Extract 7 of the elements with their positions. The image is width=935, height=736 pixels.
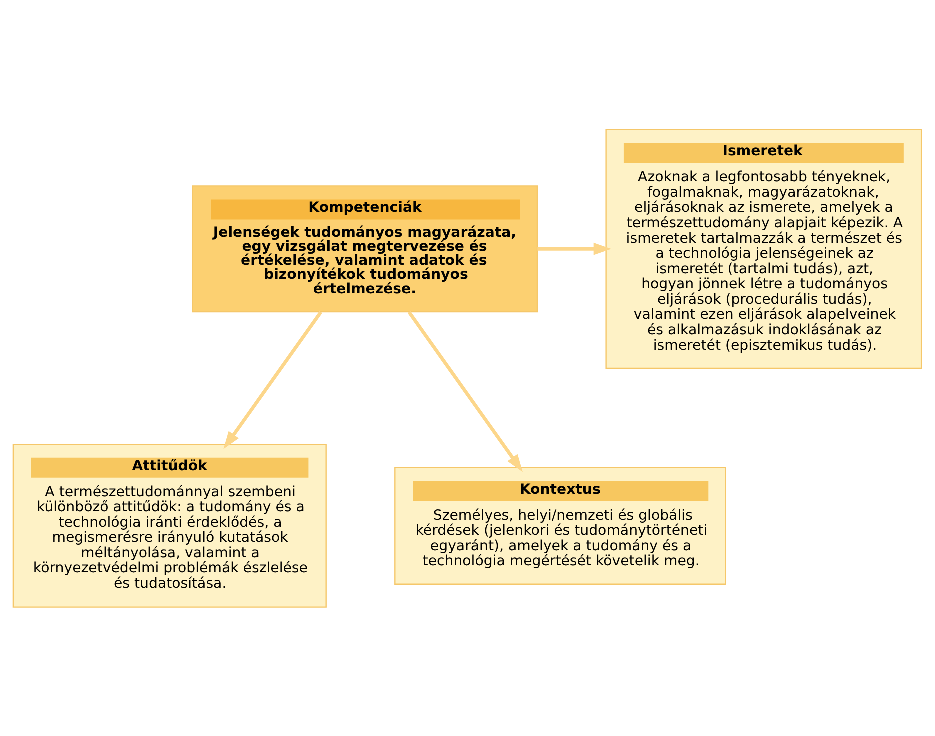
node-box: Kontextus Személyes, helyi/nemzeti és globális kérdések (jelenkori és tudománytörténeti egyaránt), amelyek a tudomány és a technológia megértését követelik meg. [394,466,726,584]
node-box: Attitűdök A természettudománnyal szembeni különböző attitűdök: a tudomány és a technológia iránti érdeklődés, a megismerésre irányuló kutatások méltányolása, valamint a környezetvédelmi problémák észlelése és tudatosítása. [12,444,327,608]
arrow [408,310,523,472]
node-box: Kompetenciák Jelenségek tudományos magyarázata, egy vizsgálat megtervezése és értékelése, valamint adatok és bizonyítékok tudományos értelmezése. [192,185,538,312]
arrow [224,310,323,449]
arrow [538,242,612,255]
node-box: Ismeretek Azoknak a legfontosabb tényeknek, fogalmaknak, magyarázatoknak, eljárásoknak az ismerete, amelyek a természettudomány alapjait képezik. A ismeretek tartalmazzák a természet és a technológia jelenségeinek az ismeretét (tartalmi tudás), azt, hogyan jönnek létre a tudományos eljárások (procedurális tudás), valamint ezen eljárások alapelveinek és alkalmazásuk indoklásának az ismeretét (episztemikus tudás). [606,128,922,369]
